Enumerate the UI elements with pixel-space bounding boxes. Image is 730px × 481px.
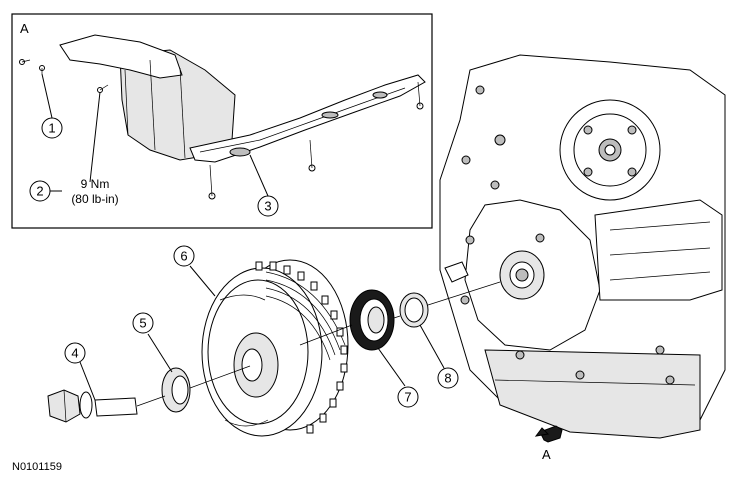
callout-6: 6 [173, 245, 195, 267]
callout-5: 5 [132, 312, 154, 334]
splash-shield [59, 34, 426, 163]
view-arrow-label: A [542, 447, 551, 462]
callout-3: 3 [257, 195, 279, 217]
pulley-trigger-teeth [255, 261, 348, 434]
detail-box-label: A [20, 21, 29, 36]
callout-2-number: 2 [36, 184, 43, 199]
callout-8: 8 [437, 367, 459, 389]
crankshaft-pulley [201, 259, 349, 437]
callout-6-number: 6 [180, 249, 187, 264]
callout-8-number: 8 [444, 371, 451, 386]
callout-4: 4 [64, 342, 86, 364]
crankshaft-front-seal [349, 289, 395, 351]
callout-3-number: 3 [264, 199, 271, 214]
detail-view-a: A [11, 13, 433, 229]
torque-spec: 9 Nm (80 lb-in) [71, 177, 118, 206]
callout-2: 2 [29, 180, 62, 202]
figure-code: N0101159 [12, 461, 62, 473]
callout-7-number: 7 [404, 390, 411, 405]
splash-shield-bolts [19, 59, 424, 200]
crankshaft-spacer-ring [399, 292, 429, 328]
torque-metric: 9 Nm [81, 177, 110, 191]
crankshaft-pulley-washer [161, 367, 191, 413]
callout-5-number: 5 [139, 316, 146, 331]
callout-1: 1 [41, 117, 63, 139]
torque-imperial: (80 lb-in) [71, 192, 118, 206]
engine-front-cover [439, 54, 726, 439]
callout-7: 7 [397, 386, 419, 408]
callout-1-number: 1 [48, 121, 55, 136]
view-direction-arrow: A [534, 425, 563, 462]
crankshaft-pulley-bolt [47, 389, 138, 423]
callout-4-number: 4 [71, 346, 78, 361]
